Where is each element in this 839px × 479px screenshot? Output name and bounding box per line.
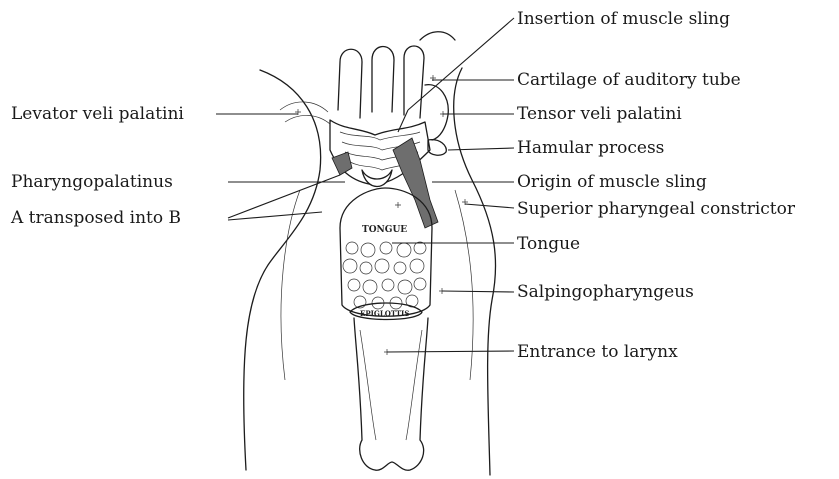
- larynx-entrance: [354, 318, 428, 470]
- label-tongue: Tongue: [517, 234, 580, 254]
- larynx-inner-left: [360, 330, 376, 440]
- nasal-structure-right: [404, 46, 424, 118]
- larynx-inner-right: [406, 330, 422, 440]
- muscle-sling-left: [332, 152, 352, 175]
- left-inner-fold: [281, 190, 300, 380]
- leader-superior: [465, 204, 514, 208]
- label-levator-veli-palatini: Levator veli palatini: [11, 104, 184, 124]
- leader-hamular: [448, 148, 514, 150]
- leader-larynx: [387, 351, 514, 352]
- nasal-structure-mid: [372, 47, 394, 113]
- cartilage-shape: [420, 32, 455, 40]
- label-cartilage-of-auditory-tube: Cartilage of auditory tube: [517, 70, 741, 90]
- left-throat-wall: [244, 70, 321, 470]
- right-throat-wall: [454, 68, 496, 475]
- label-pharyngopalatinus: Pharyngopalatinus: [11, 172, 173, 192]
- tongue-texture: [343, 242, 426, 309]
- muscle-sling-right: [393, 138, 438, 228]
- label-origin-of-muscle-sling: Origin of muscle sling: [517, 172, 707, 192]
- leader-salpingo: [442, 291, 514, 292]
- label-hamular-process: Hamular process: [517, 138, 664, 158]
- epiglottis-inline-text: EPIGLOTTIS: [360, 309, 409, 318]
- label-entrance-to-larynx: Entrance to larynx: [517, 342, 678, 362]
- label-insertion-of-muscle-sling: Insertion of muscle sling: [517, 9, 730, 29]
- label-salpingopharyngeus: Salpingopharyngeus: [517, 282, 694, 302]
- label-tensor-veli-palatini: Tensor veli palatini: [517, 104, 682, 124]
- hamular-process-shape: [428, 140, 446, 156]
- levator-shape-2: [285, 115, 330, 124]
- nasal-structure-left: [338, 49, 362, 118]
- tongue-inline-text: TONGUE: [362, 225, 407, 235]
- leader-transposed-b: [228, 212, 322, 220]
- label-a-transposed-into-b: A transposed into B: [10, 208, 181, 228]
- label-superior-pharyngeal-constrictor: Superior pharyngeal constrictor: [517, 199, 796, 219]
